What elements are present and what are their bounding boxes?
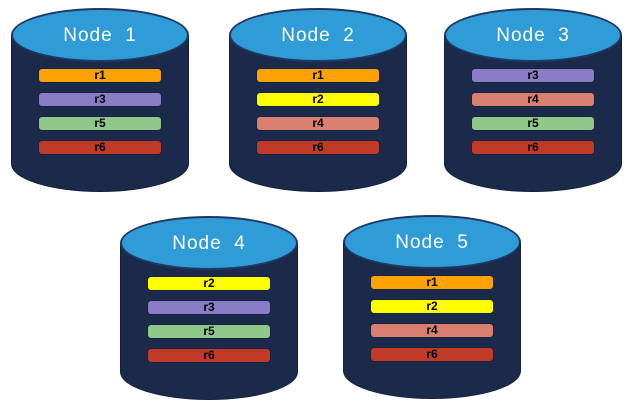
node-3-cylinder: Node 3 r3 r4 r5 r6 bbox=[444, 8, 622, 192]
partition-bar-r1: r1 bbox=[38, 68, 162, 83]
node-4-title: Node 4 bbox=[172, 233, 246, 254]
node-2-partition-list: r1 r2 r4 r6 bbox=[229, 68, 407, 155]
partition-bar-r6: r6 bbox=[370, 347, 494, 362]
partition-bar-r6: r6 bbox=[38, 140, 162, 155]
node-5-partition-list: r1 r2 r4 r6 bbox=[343, 275, 521, 362]
partition-bar-r5: r5 bbox=[471, 116, 595, 131]
partition-bar-r1: r1 bbox=[370, 275, 494, 290]
node-5-cylinder-top: Node 5 bbox=[343, 215, 521, 269]
partition-bar-r3: r3 bbox=[147, 300, 271, 315]
partition-bar-r2: r2 bbox=[256, 92, 380, 107]
partition-bar-r4: r4 bbox=[471, 92, 595, 107]
partition-bar-r3: r3 bbox=[471, 68, 595, 83]
node-4-cylinder-top: Node 4 bbox=[120, 216, 298, 270]
partition-bar-r6: r6 bbox=[256, 140, 380, 155]
partition-bar-r4: r4 bbox=[256, 116, 380, 131]
partition-bar-r5: r5 bbox=[38, 116, 162, 131]
node-2-title: Node 2 bbox=[281, 25, 355, 46]
node-4-partition-list: r2 r3 r5 r6 bbox=[120, 276, 298, 363]
partition-bar-r6: r6 bbox=[471, 140, 595, 155]
partition-bar-r1: r1 bbox=[256, 68, 380, 83]
node-5-cylinder: Node 5 r1 r2 r4 r6 bbox=[343, 215, 521, 399]
node-3-partition-list: r3 r4 r5 r6 bbox=[444, 68, 622, 155]
partition-bar-r5: r5 bbox=[147, 324, 271, 339]
node-4-cylinder: Node 4 r2 r3 r5 r6 bbox=[120, 216, 298, 400]
node-5-title: Node 5 bbox=[395, 232, 469, 253]
node-2-cylinder-top: Node 2 bbox=[229, 8, 407, 62]
partition-bar-r3: r3 bbox=[38, 92, 162, 107]
node-1-title: Node 1 bbox=[63, 25, 137, 46]
partition-bar-r4: r4 bbox=[370, 323, 494, 338]
partition-bar-r6: r6 bbox=[147, 348, 271, 363]
partition-bar-r2: r2 bbox=[370, 299, 494, 314]
node-1-partition-list: r1 r3 r5 r6 bbox=[11, 68, 189, 155]
node-1-cylinder: Node 1 r1 r3 r5 r6 bbox=[11, 8, 189, 192]
node-2-cylinder: Node 2 r1 r2 r4 r6 bbox=[229, 8, 407, 192]
node-3-cylinder-top: Node 3 bbox=[444, 8, 622, 62]
partition-bar-r2: r2 bbox=[147, 276, 271, 291]
node-1-cylinder-top: Node 1 bbox=[11, 8, 189, 62]
node-3-title: Node 3 bbox=[496, 25, 570, 46]
